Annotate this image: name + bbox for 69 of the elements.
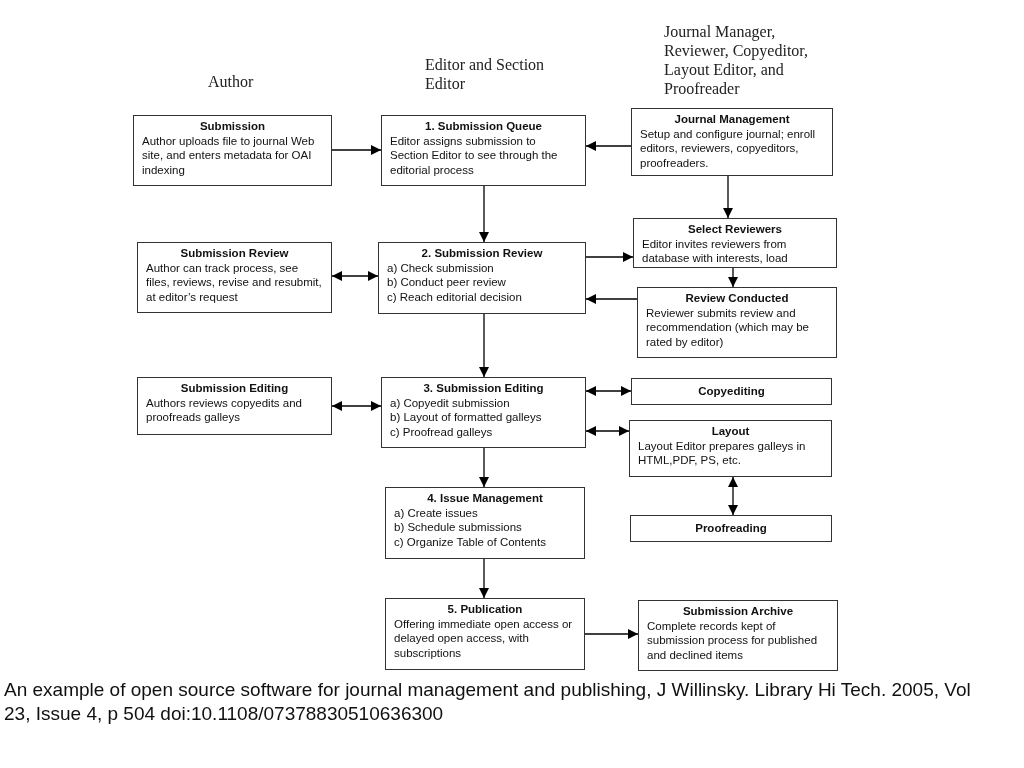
box-text: Layout Editor prepares galleys in HTML,PDF, PS, etc. <box>638 438 807 468</box>
box-text: c) Organize Table of Contents <box>394 534 547 549</box>
arrow <box>479 558 489 599</box>
box-text: Offering immediate open access or delayed open access, with subscriptions <box>394 616 574 660</box>
arrow <box>585 141 632 151</box>
box-text: Editor invites reviewers from database with interests, load <box>642 236 789 266</box>
arrow <box>728 267 738 288</box>
arrow <box>479 313 489 378</box>
box-heading: Review Conducted <box>684 291 790 306</box>
box-heading: 1. Submission Queue <box>424 119 543 134</box>
arrow <box>584 629 639 639</box>
arrow <box>728 476 738 516</box>
caption: An example of open source software for journal management and publishing, J Willinsky. Library Hi Tech. 2005, Vol 23, Issue 4, p 504 doi:10.1108/07378830510636300 <box>4 678 972 726</box>
process-box <box>137 242 332 313</box>
arrow <box>331 145 382 155</box>
box-text: Editor assigns submission to Section Editor to see through the editorial process <box>390 133 559 177</box>
box-text: a) Create issues <box>394 505 479 520</box>
process-box <box>378 242 586 314</box>
box-heading: 5. Publication <box>446 602 524 617</box>
arrow <box>331 271 379 281</box>
process-box <box>137 377 332 435</box>
box-text: c) Proofread galleys <box>390 424 494 439</box>
box-text: Reviewer submits review and recommendation (which may be rated by editor) <box>646 305 810 349</box>
arrow <box>585 386 632 396</box>
arrow <box>585 426 630 436</box>
arrow <box>723 175 733 219</box>
column-heading: Editor and Section Editor <box>425 55 546 93</box>
box-text: c) Reach editorial decision <box>387 289 523 304</box>
process-box <box>133 115 332 186</box>
process-box <box>630 515 832 542</box>
process-box <box>381 115 586 186</box>
box-text: Author can track process, see files, reviews, revise and resubmit, at editor’s request <box>146 260 323 304</box>
box-text: Authors reviews copyedits and proofreads galleys <box>146 395 303 425</box>
box-text: Setup and configure journal; enroll editors, reviewers, copyeditors, proofreaders. <box>640 126 817 170</box>
process-box <box>385 598 585 670</box>
box-heading: Layout <box>710 424 751 439</box>
arrow <box>585 294 638 304</box>
box-text: b) Layout of formatted galleys <box>390 410 543 425</box>
column-heading: Journal Manager, Reviewer, Copyeditor, Layout Editor, and Proofreader <box>664 22 809 98</box>
arrow <box>479 447 489 488</box>
process-box <box>629 420 832 477</box>
box-heading: Copyediting <box>698 384 765 399</box>
process-box <box>631 108 833 176</box>
process-box <box>637 287 837 358</box>
arrow <box>585 252 634 262</box>
box-text: b) Schedule submissions <box>394 520 523 535</box>
process-box <box>631 378 832 405</box>
box-heading: 4. Issue Management <box>426 491 544 506</box>
box-text: Author uploads file to journal Web site, and enters metadata for OAI indexing <box>142 133 316 177</box>
box-heading: Submission Review <box>179 246 290 261</box>
arrow <box>479 185 489 243</box>
box-text: a) Copyedit submission <box>390 395 511 410</box>
box-text: b) Conduct peer review <box>387 275 507 290</box>
process-box <box>385 487 585 559</box>
box-text: a) Check submission <box>387 260 495 275</box>
box-heading: 2. Submission Review <box>420 246 544 261</box>
arrow <box>331 401 382 411</box>
box-text: Complete records kept of submission process for published and declined items <box>647 618 819 662</box>
box-heading: 3. Submission Editing <box>422 381 545 396</box>
process-box <box>381 377 586 448</box>
process-box <box>638 600 838 671</box>
process-box <box>633 218 837 268</box>
box-heading: Select Reviewers <box>687 222 783 237</box>
box-heading: Submission <box>198 119 267 134</box>
box-heading: Submission Editing <box>179 381 290 396</box>
box-heading: Journal Management <box>673 112 791 127</box>
column-heading: Author <box>208 72 255 91</box>
box-heading: Submission Archive <box>681 604 795 619</box>
box-heading: Proofreading <box>695 521 767 536</box>
